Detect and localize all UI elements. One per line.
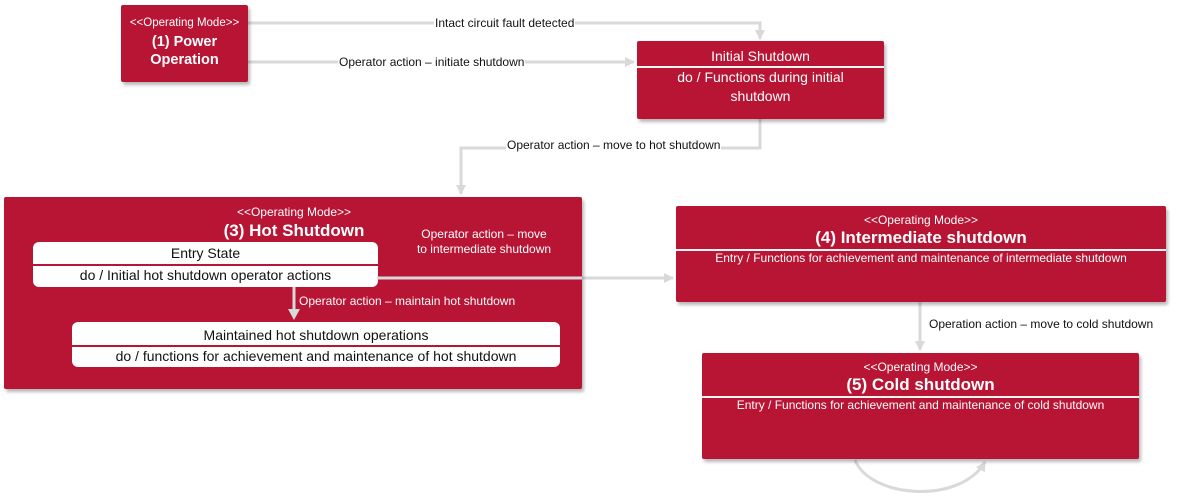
state-intermediate-shutdown[interactable]: <<Operating Mode>> (4) Intermediate shut…: [676, 206, 1166, 302]
substate-entry[interactable]: Entry State do / Initial hot shutdown op…: [33, 242, 378, 287]
state-initial-shutdown[interactable]: Initial Shutdown do / Functions during i…: [637, 41, 884, 119]
stereotype-label: <<Operating Mode>>: [129, 17, 240, 29]
state-entry-action: Entry / Functions for achievement and ma…: [736, 398, 1105, 412]
transition-label-fault-detected: Intact circuit fault detected: [434, 16, 576, 30]
substate-activity: do / Initial hot shutdown operator actio…: [79, 267, 332, 283]
stereotype-label: <<Operating Mode>>: [236, 205, 352, 219]
state-hot-shutdown[interactable]: <<Operating Mode>> (3) Hot Shutdown Oper…: [4, 197, 582, 389]
substate-maintained[interactable]: Maintained hot shutdown operations do / …: [72, 322, 560, 367]
substate-activity: do / functions for achievement and maint…: [115, 348, 517, 364]
state-title: (3) Hot Shutdown: [223, 221, 365, 240]
label-line2: to intermediate shutdown: [416, 242, 552, 256]
transition-label-move-to-hot: Operator action – move to hot shutdown: [506, 138, 722, 152]
state-title-line2: Operation: [150, 52, 219, 68]
compartment-divider: [33, 264, 378, 266]
compartment-divider: [72, 345, 560, 347]
compartment-divider: [676, 249, 1166, 251]
compartment-divider: [702, 396, 1139, 398]
substate-title: Entry State: [170, 245, 241, 261]
transition-label-maintain-hot: Operator action – maintain hot shutdown: [299, 294, 516, 308]
stereotype-label: <<Operating Mode>>: [863, 213, 979, 227]
state-activity-line1: do / Functions during initial: [677, 69, 844, 85]
state-title: (5) Cold shutdown: [846, 375, 995, 394]
substate-title: Maintained hot shutdown operations: [203, 327, 429, 343]
compartment-divider: [637, 66, 884, 68]
state-power-operation[interactable]: <<Operating Mode>> (1) Power Operation: [121, 5, 248, 82]
state-cold-shutdown[interactable]: <<Operating Mode>> (5) Cold shutdown Ent…: [702, 353, 1139, 459]
transition-label-move-to-cold: Operation action – move to cold shutdown: [928, 317, 1155, 331]
state-entry-action: Entry / Functions for achievement and ma…: [715, 251, 1127, 265]
label-line1: Operator action – move: [421, 227, 547, 241]
transition-label-move-to-intermediate: Operator action – move to intermediate s…: [404, 227, 564, 257]
state-title-line1: (1) Power: [151, 34, 218, 50]
transition-label-initiate-shutdown: Operator action – initiate shutdown: [338, 55, 526, 69]
state-activity-line2: shutdown: [730, 88, 791, 104]
internal-transition-arrow: [288, 287, 300, 320]
state-title: (4) Intermediate shutdown: [815, 228, 1027, 247]
state-title: Initial Shutdown: [711, 48, 810, 64]
stereotype-label: <<Operating Mode>>: [863, 360, 978, 374]
